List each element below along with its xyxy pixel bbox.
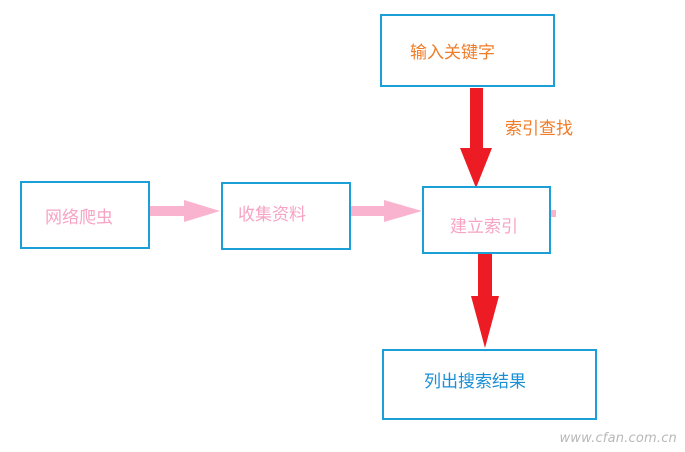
node-collect-data: 收集资料 xyxy=(221,182,351,250)
node-build-index: 建立索引 xyxy=(422,186,551,254)
pink-arrow-right-2 xyxy=(350,200,422,222)
node-build-index-label: 建立索引 xyxy=(450,217,518,237)
node-collect-data-label: 收集资料 xyxy=(238,205,306,225)
edge-label-index-lookup: 索引查找 xyxy=(505,119,573,139)
pink-arrow-right-1 xyxy=(149,200,220,222)
red-arrow-down-2 xyxy=(471,254,499,348)
node-web-crawler-label: 网络爬虫 xyxy=(45,208,113,228)
red-arrow-down-1 xyxy=(460,88,492,188)
node-web-crawler: 网络爬虫 xyxy=(20,181,150,249)
node-list-results-label: 列出搜索结果 xyxy=(424,372,526,392)
watermark: www.cfan.com.cn xyxy=(559,431,677,446)
pink-tick-mark xyxy=(551,210,556,217)
node-keyword-input-label: 输入关键字 xyxy=(410,43,495,63)
node-keyword-input: 输入关键字 xyxy=(380,14,555,87)
node-list-results: 列出搜索结果 xyxy=(382,349,597,420)
